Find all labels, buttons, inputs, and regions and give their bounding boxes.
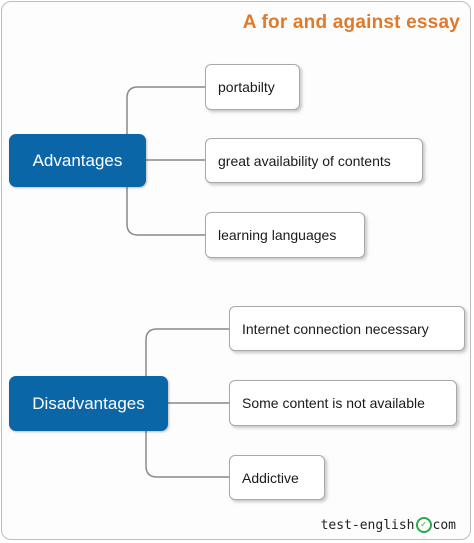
logo-text-before: test-english [320, 517, 415, 533]
logo-text-after: com [432, 517, 456, 533]
advantage-item-availability: great availability of contents [205, 138, 423, 183]
checkmark-icon: ✓ [415, 517, 432, 533]
advantages-box: Advantages [9, 134, 146, 187]
disadvantage-item-connection: Internet connection necessary [229, 306, 465, 351]
diagram-title: A for and against essay [242, 12, 460, 33]
disadvantage-item-addictive: Addictive [229, 455, 325, 500]
connector-dis-1 [145, 328, 229, 403]
connector-adv-3 [126, 160, 205, 236]
advantage-item-portability: portabilty [205, 64, 300, 110]
disadvantage-item-content: Some content is not available [229, 380, 457, 426]
site-logo: test-english✓com [321, 517, 456, 533]
connector-dis-3 [145, 403, 229, 478]
disadvantages-box: Disadvantages [9, 376, 168, 431]
connector-adv-1 [126, 86, 205, 160]
advantage-item-languages: learning languages [205, 212, 365, 258]
